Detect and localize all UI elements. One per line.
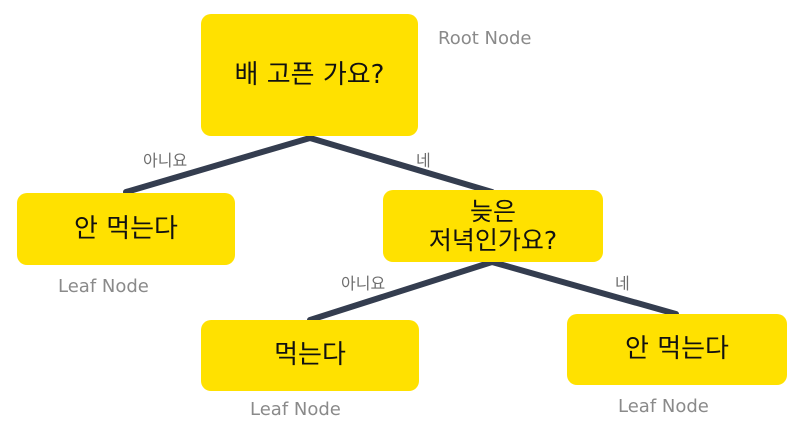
- edge-root-to-left-leaf: [123, 135, 313, 195]
- dinner-decision-node: 늦은 저녁인가요?: [383, 190, 603, 262]
- right-leaf-node: 안 먹는다: [567, 314, 787, 385]
- mid-leaf-tag: Leaf Node: [250, 399, 341, 420]
- edge-label-dinner-no: 아니요: [341, 274, 386, 293]
- left-leaf-tag: Leaf Node: [58, 276, 149, 297]
- edge-label-dinner-yes: 네: [615, 274, 630, 293]
- edge-label-root-no: 아니요: [143, 151, 188, 170]
- edge-label-root-yes: 네: [416, 151, 431, 170]
- edge-dinner-to-mid-leaf: [307, 259, 495, 323]
- root-node-tag: Root Node: [438, 28, 532, 49]
- right-leaf-tag: Leaf Node: [618, 396, 709, 417]
- root-node: 배 고픈 가요?: [201, 14, 418, 136]
- edge-root-to-dinner: [307, 135, 495, 195]
- edge-dinner-to-right-leaf: [489, 259, 679, 317]
- left-leaf-node: 안 먹는다: [17, 193, 235, 265]
- mid-leaf-node: 먹는다: [201, 320, 419, 391]
